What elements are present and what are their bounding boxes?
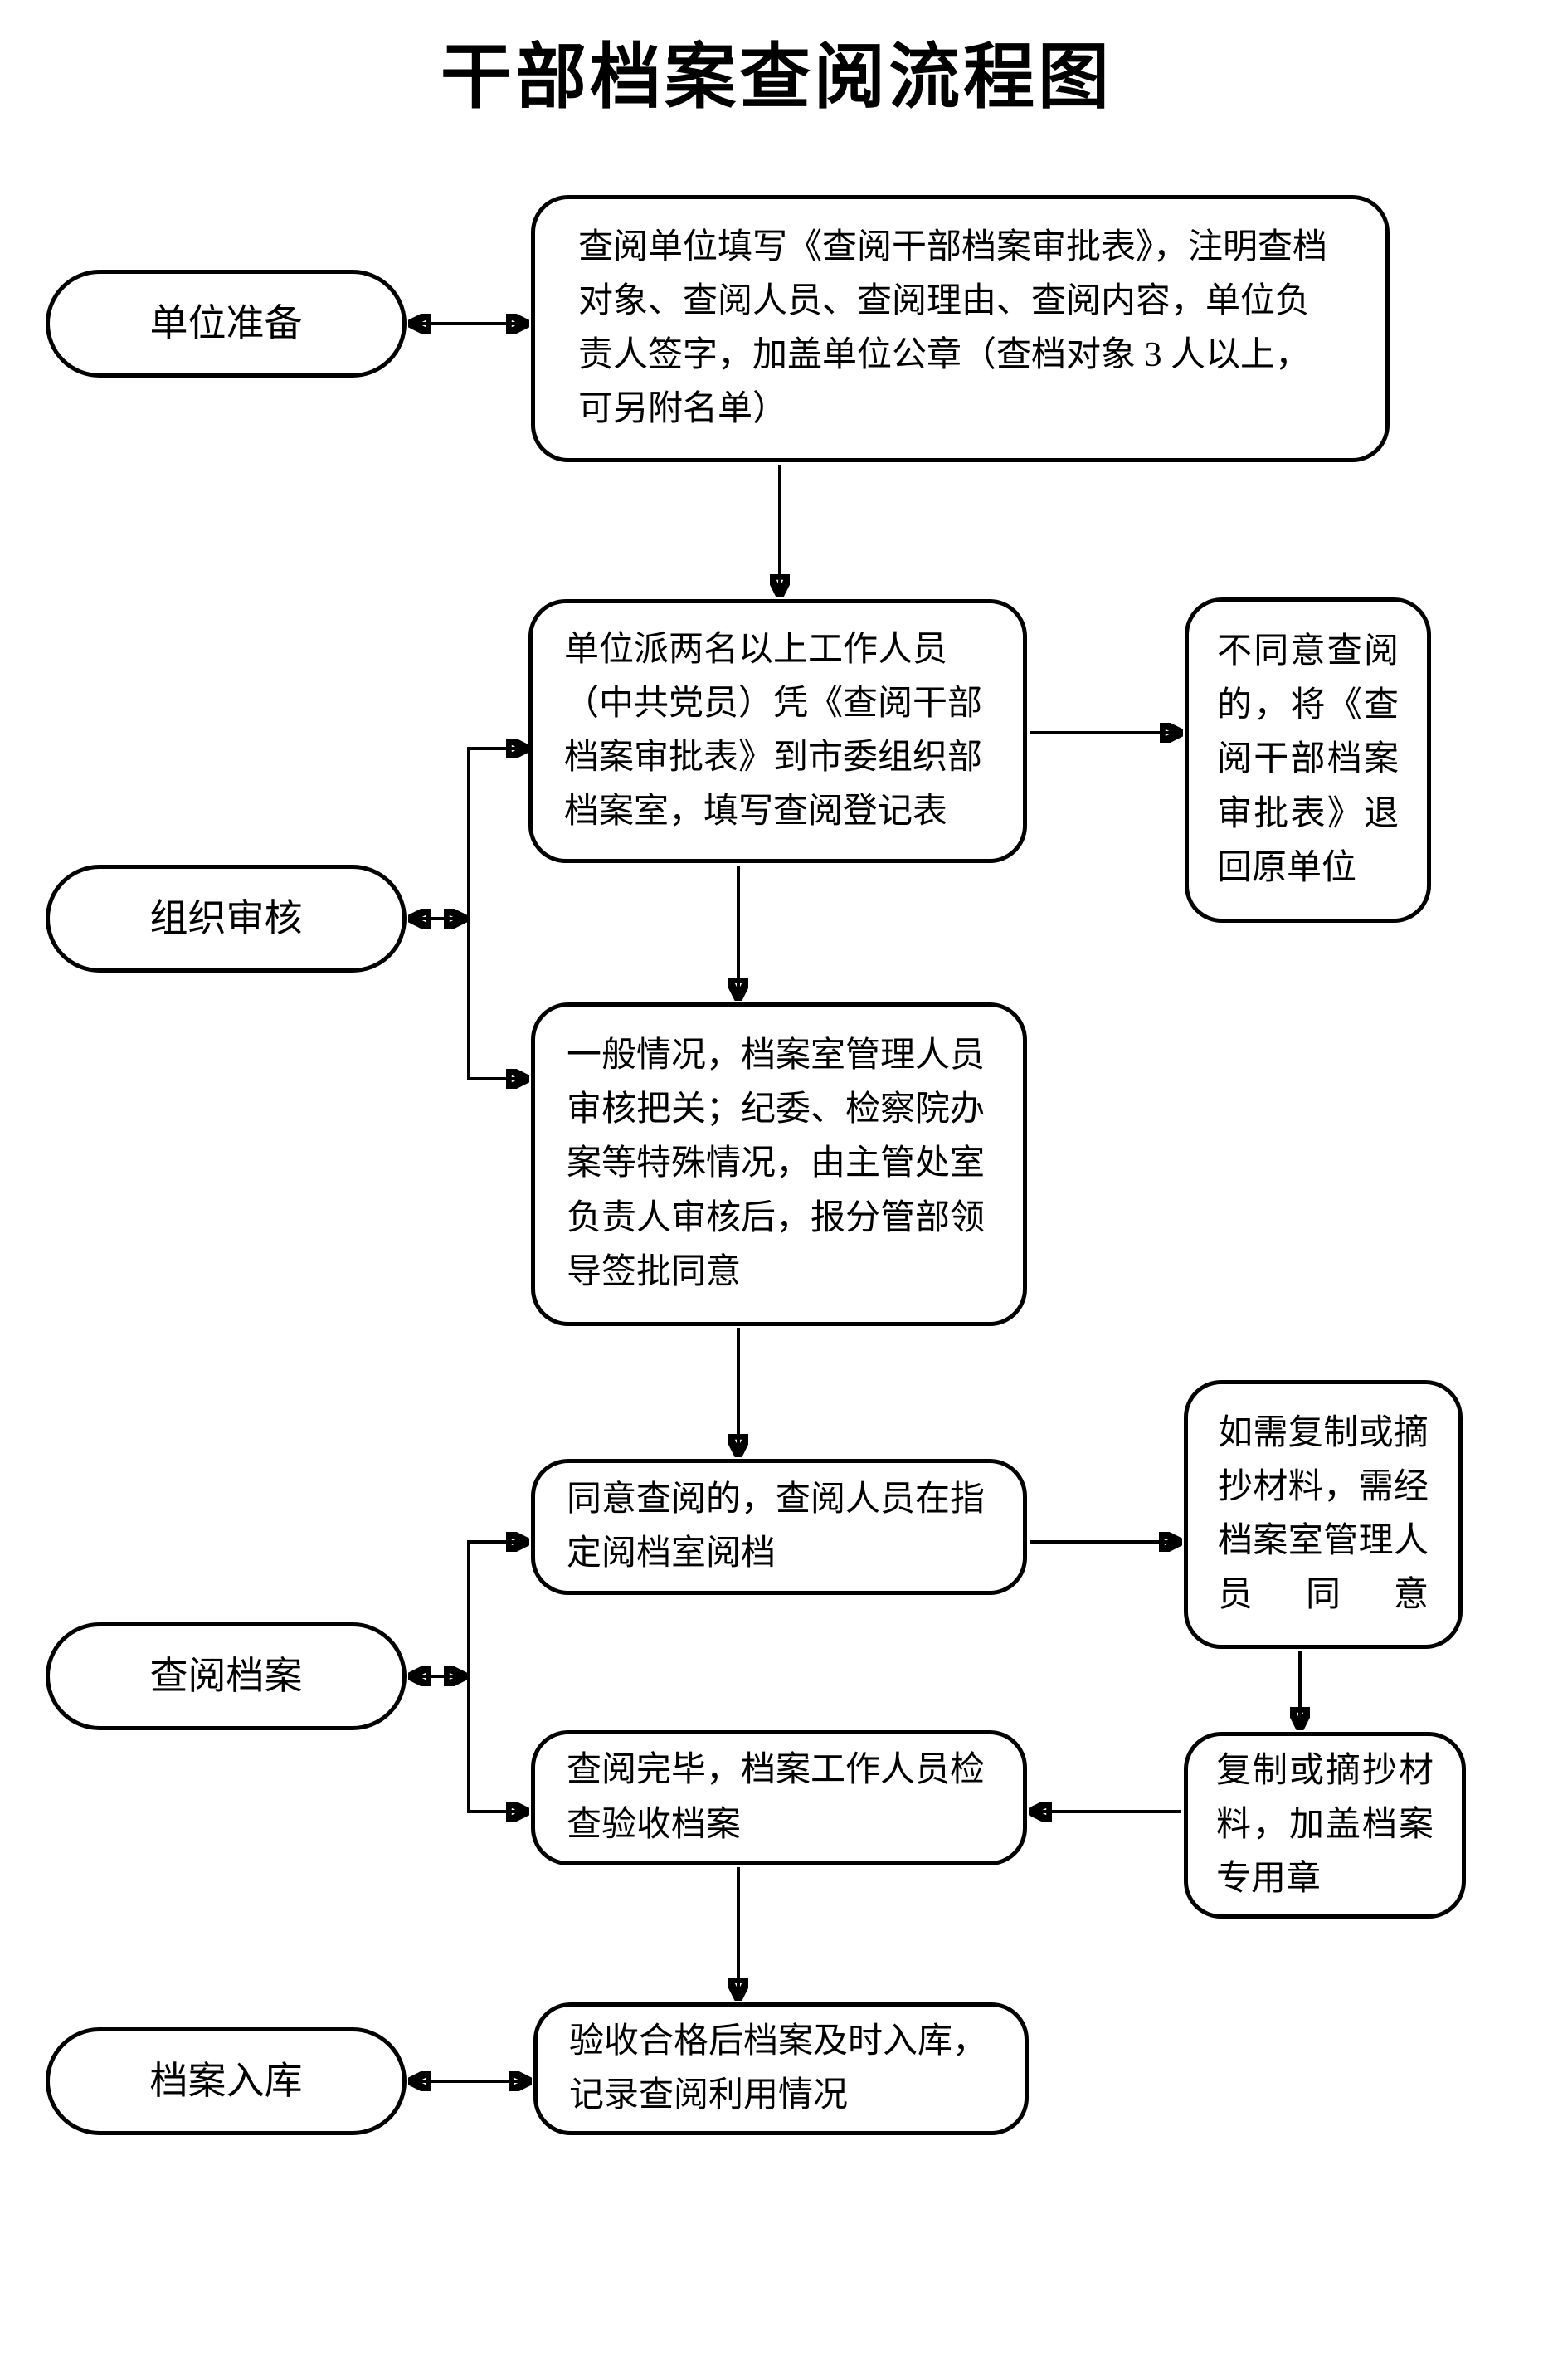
step-box-check: 查阅完毕，档案工作人员检查验收档案 bbox=[531, 1730, 1027, 1865]
stage-ellipse-audit: 组织审核 bbox=[46, 865, 407, 973]
step-text-copy-stamp: 复制或摘抄材料，加盖档案专用章 bbox=[1216, 1751, 1434, 1899]
step-text-store-record: 验收合格后档案及时入库，记录查阅利用情况 bbox=[569, 2022, 988, 2114]
stage-label-audit: 组织审核 bbox=[149, 897, 303, 940]
stage-ellipse-storage: 档案入库 bbox=[46, 2027, 407, 2135]
bracket-audit-stage bbox=[467, 749, 528, 1079]
step-box-copy-need: 如需复制或摘抄材料，需经档案室管理人员同意 bbox=[1184, 1380, 1463, 1649]
page-title: 干部档案查阅流程图 bbox=[441, 37, 1112, 117]
step-box-reject: 不同意查阅的，将《查阅干部档案审批表》退回原单位 bbox=[1185, 597, 1431, 923]
step-text-reject: 不同意查阅的，将《查阅干部档案审批表》退回原单位 bbox=[1217, 632, 1399, 887]
step-text-fill-form: 查阅单位填写《查阅干部档案审批表》，注明查档对象、查阅人员、查阅理由、查阅内容，… bbox=[578, 227, 1328, 429]
step-text-register: 单位派两名以上工作人员（中共党员）凭《查阅干部档案审批表》到市委组织部档案室，填… bbox=[564, 630, 983, 832]
step-text-copy-need: 如需复制或摘抄材料，需经档案室管理人员同意 bbox=[1218, 1413, 1429, 1615]
step-text-audit-rule: 一般情况，档案室管理人员审核把关；纪委、检察院办案等特殊情况，由主管处室负责人审… bbox=[567, 1036, 986, 1291]
stage-label-read: 查阅档案 bbox=[149, 1655, 303, 1698]
step-box-copy-stamp: 复制或摘抄材料，加盖档案专用章 bbox=[1184, 1732, 1466, 1919]
step-box-fill-form: 查阅单位填写《查阅干部档案审批表》，注明查档对象、查阅人员、查阅理由、查阅内容，… bbox=[531, 195, 1390, 462]
stage-label-prepare: 单位准备 bbox=[149, 302, 303, 345]
step-box-register: 单位派两名以上工作人员（中共党员）凭《查阅干部档案审批表》到市委组织部档案室，填… bbox=[528, 599, 1027, 863]
bracket-read-stage bbox=[467, 1542, 528, 1812]
stage-ellipse-prepare: 单位准备 bbox=[46, 270, 407, 378]
stage-label-storage: 档案入库 bbox=[149, 2060, 303, 2103]
step-text-check: 查阅完毕，档案工作人员检查验收档案 bbox=[567, 1751, 986, 1844]
stage-ellipse-read: 查阅档案 bbox=[46, 1622, 407, 1730]
step-box-audit-rule: 一般情况，档案室管理人员审核把关；纪委、检察院办案等特殊情况，由主管处室负责人审… bbox=[531, 1002, 1027, 1326]
step-box-store-record: 验收合格后档案及时入库，记录查阅利用情况 bbox=[533, 2002, 1029, 2135]
step-box-read-room: 同意查阅的，查阅人员在指定阅档室阅档 bbox=[531, 1459, 1027, 1595]
step-text-read-room: 同意查阅的，查阅人员在指定阅档室阅档 bbox=[567, 1480, 986, 1573]
